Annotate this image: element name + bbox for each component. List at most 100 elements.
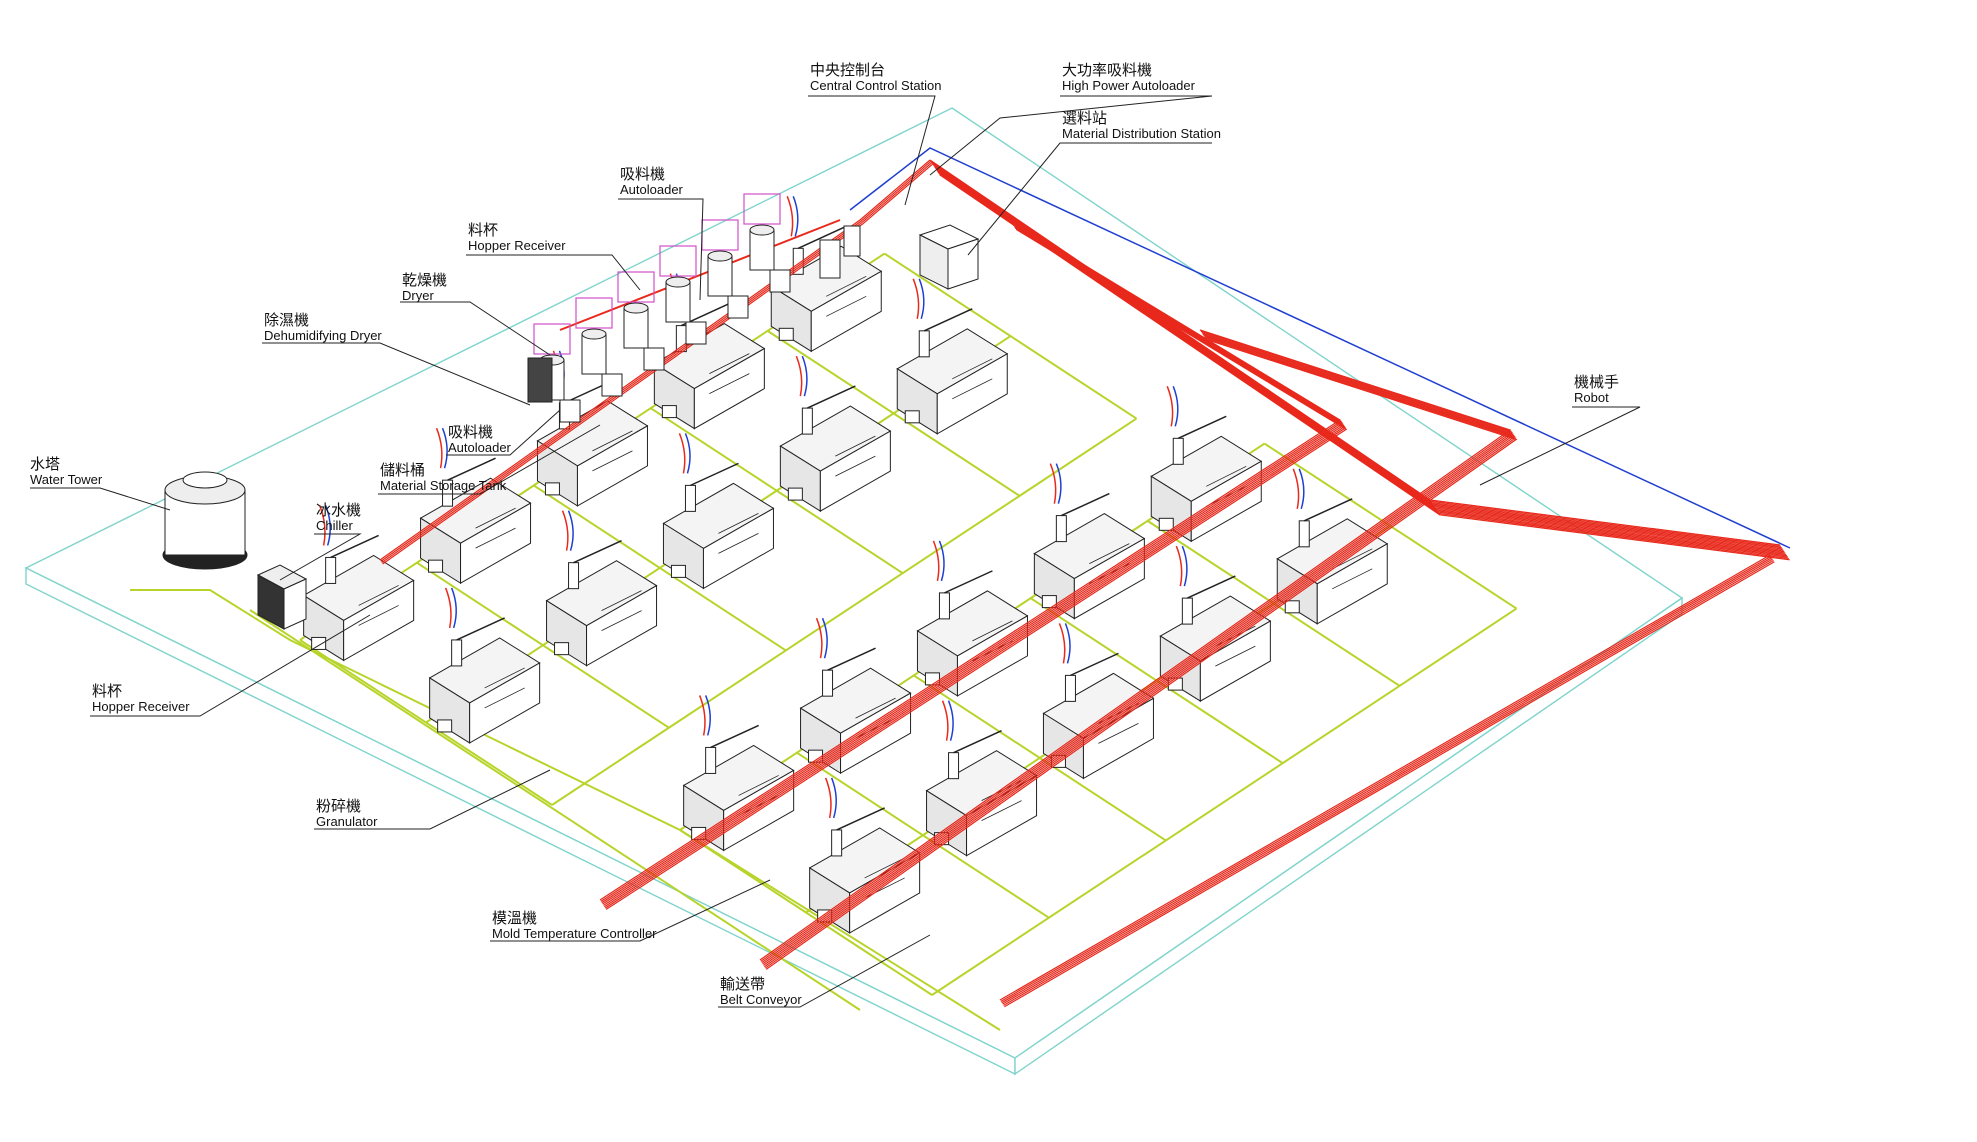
chiller-unit bbox=[256, 564, 308, 630]
mold-temp-unit bbox=[904, 410, 920, 424]
hopper-return bbox=[1064, 623, 1071, 664]
injection-machine-a-1-0 bbox=[428, 587, 541, 744]
machine-detail bbox=[826, 275, 867, 297]
machine-front bbox=[819, 430, 891, 512]
dryer-unit-2 bbox=[617, 271, 665, 371]
leader-hopper-receiver-left bbox=[90, 614, 371, 717]
pipe-bundle-front bbox=[1003, 559, 1774, 1006]
leader-granulator bbox=[314, 769, 551, 830]
mold-temp-unit bbox=[544, 482, 560, 496]
machine-detail bbox=[484, 667, 525, 689]
label-autoloader-low: 吸料機 Autoloader bbox=[448, 423, 511, 455]
injection-machine-b-1-3 bbox=[1159, 545, 1272, 703]
water-line bbox=[533, 484, 787, 652]
pipe-bundle-front bbox=[999, 554, 1771, 1001]
water-line bbox=[931, 607, 1518, 996]
hopper-return bbox=[938, 540, 945, 582]
pipe-bundle-mid bbox=[604, 226, 1346, 908]
hopper-return bbox=[830, 777, 837, 819]
hopper-return bbox=[1172, 386, 1179, 427]
machine-detail bbox=[738, 775, 779, 796]
leader-dryer bbox=[400, 301, 551, 356]
hopper-feed bbox=[941, 700, 949, 741]
dryer-unit-5 bbox=[743, 193, 791, 293]
material-distribution-station bbox=[918, 224, 980, 290]
dryer-body bbox=[623, 307, 649, 349]
hopper-feed bbox=[1049, 463, 1057, 504]
robot-arm bbox=[831, 829, 843, 857]
water-line bbox=[299, 639, 553, 806]
water-line bbox=[650, 407, 904, 574]
pipe-bundle-lower bbox=[760, 330, 1513, 962]
machine-front bbox=[576, 425, 648, 507]
storage-tank bbox=[559, 399, 581, 423]
machine-detail bbox=[475, 527, 516, 549]
machine-front bbox=[1199, 620, 1271, 702]
pipe-bundle-lower bbox=[764, 336, 1516, 968]
robot-arm bbox=[1181, 597, 1193, 625]
dryer-body bbox=[707, 255, 733, 297]
machine-front bbox=[343, 579, 415, 662]
hopper-receiver-frame bbox=[533, 323, 571, 355]
pipe-bundle-lower bbox=[763, 334, 1515, 966]
robot-beam bbox=[330, 534, 379, 559]
pipe-bundle-main bbox=[937, 171, 1788, 558]
pipe-bundle-mid bbox=[602, 223, 1344, 905]
water-line bbox=[416, 561, 670, 729]
hopper-feed bbox=[786, 196, 794, 237]
hopper-feed bbox=[795, 355, 803, 397]
label-hopper-receiver-left: 料杯 Hopper Receiver bbox=[92, 682, 190, 714]
hopper-return bbox=[792, 196, 799, 237]
hopper-return bbox=[821, 617, 828, 659]
label-granulator: 粉碎機 Granulator bbox=[316, 797, 378, 829]
label-central-control-station: 中央控制台 Central Control Station bbox=[810, 61, 942, 93]
machine-detail bbox=[1332, 548, 1373, 570]
leader-mold-temp bbox=[490, 879, 771, 942]
label-leader-lines bbox=[30, 95, 1641, 1008]
pipe-bundle-mid bbox=[605, 228, 1348, 910]
dryer-body bbox=[665, 281, 691, 323]
mold-temp-unit bbox=[437, 719, 453, 733]
hopper-feed bbox=[824, 777, 832, 819]
robot-arm bbox=[1055, 515, 1067, 543]
hopper-feed bbox=[912, 278, 920, 319]
water-line bbox=[883, 252, 1138, 420]
robot-arm bbox=[1172, 437, 1184, 465]
injection-machine-a-1-2 bbox=[662, 433, 775, 590]
robot-beam bbox=[1187, 575, 1236, 599]
hopper-feed bbox=[678, 433, 686, 474]
machine-front bbox=[469, 662, 541, 744]
dehumidifier-body bbox=[527, 357, 553, 403]
injection-machine-b-1-4 bbox=[1276, 468, 1389, 625]
robot-beam bbox=[447, 457, 496, 481]
water-line bbox=[767, 330, 1021, 497]
water-main bbox=[130, 589, 1001, 1031]
water-line bbox=[913, 674, 1167, 842]
machine-detail bbox=[981, 800, 1022, 822]
mold-temp-unit bbox=[1284, 600, 1300, 614]
hopper-return bbox=[450, 587, 457, 629]
machine-detail bbox=[835, 455, 876, 477]
hopper-feed bbox=[1175, 545, 1183, 587]
leader-autoloader-low bbox=[446, 409, 561, 456]
hopper-return bbox=[441, 427, 448, 469]
control-cabinet bbox=[819, 239, 841, 279]
robot-beam bbox=[923, 308, 973, 332]
hopper-return bbox=[1298, 468, 1305, 510]
label-chiller: 冰水機 Chiller bbox=[316, 501, 362, 533]
machine-detail bbox=[475, 507, 516, 529]
hopper-return bbox=[704, 695, 711, 736]
mold-temp-unit bbox=[1041, 595, 1057, 609]
dryer-body bbox=[749, 229, 775, 271]
central-control-station bbox=[819, 225, 861, 279]
machine-detail bbox=[592, 430, 633, 452]
robot-beam bbox=[797, 225, 847, 250]
robot-arm bbox=[568, 562, 580, 590]
machine-detail bbox=[826, 295, 867, 317]
hopper-receiver-frame bbox=[617, 271, 655, 303]
hopper-feed bbox=[815, 617, 823, 659]
hopper-feed bbox=[561, 510, 569, 551]
machine-detail bbox=[484, 687, 525, 709]
injection-machine-a-0-0 bbox=[302, 505, 415, 662]
label-autoloader-top: 吸料機 Autoloader bbox=[620, 165, 683, 197]
